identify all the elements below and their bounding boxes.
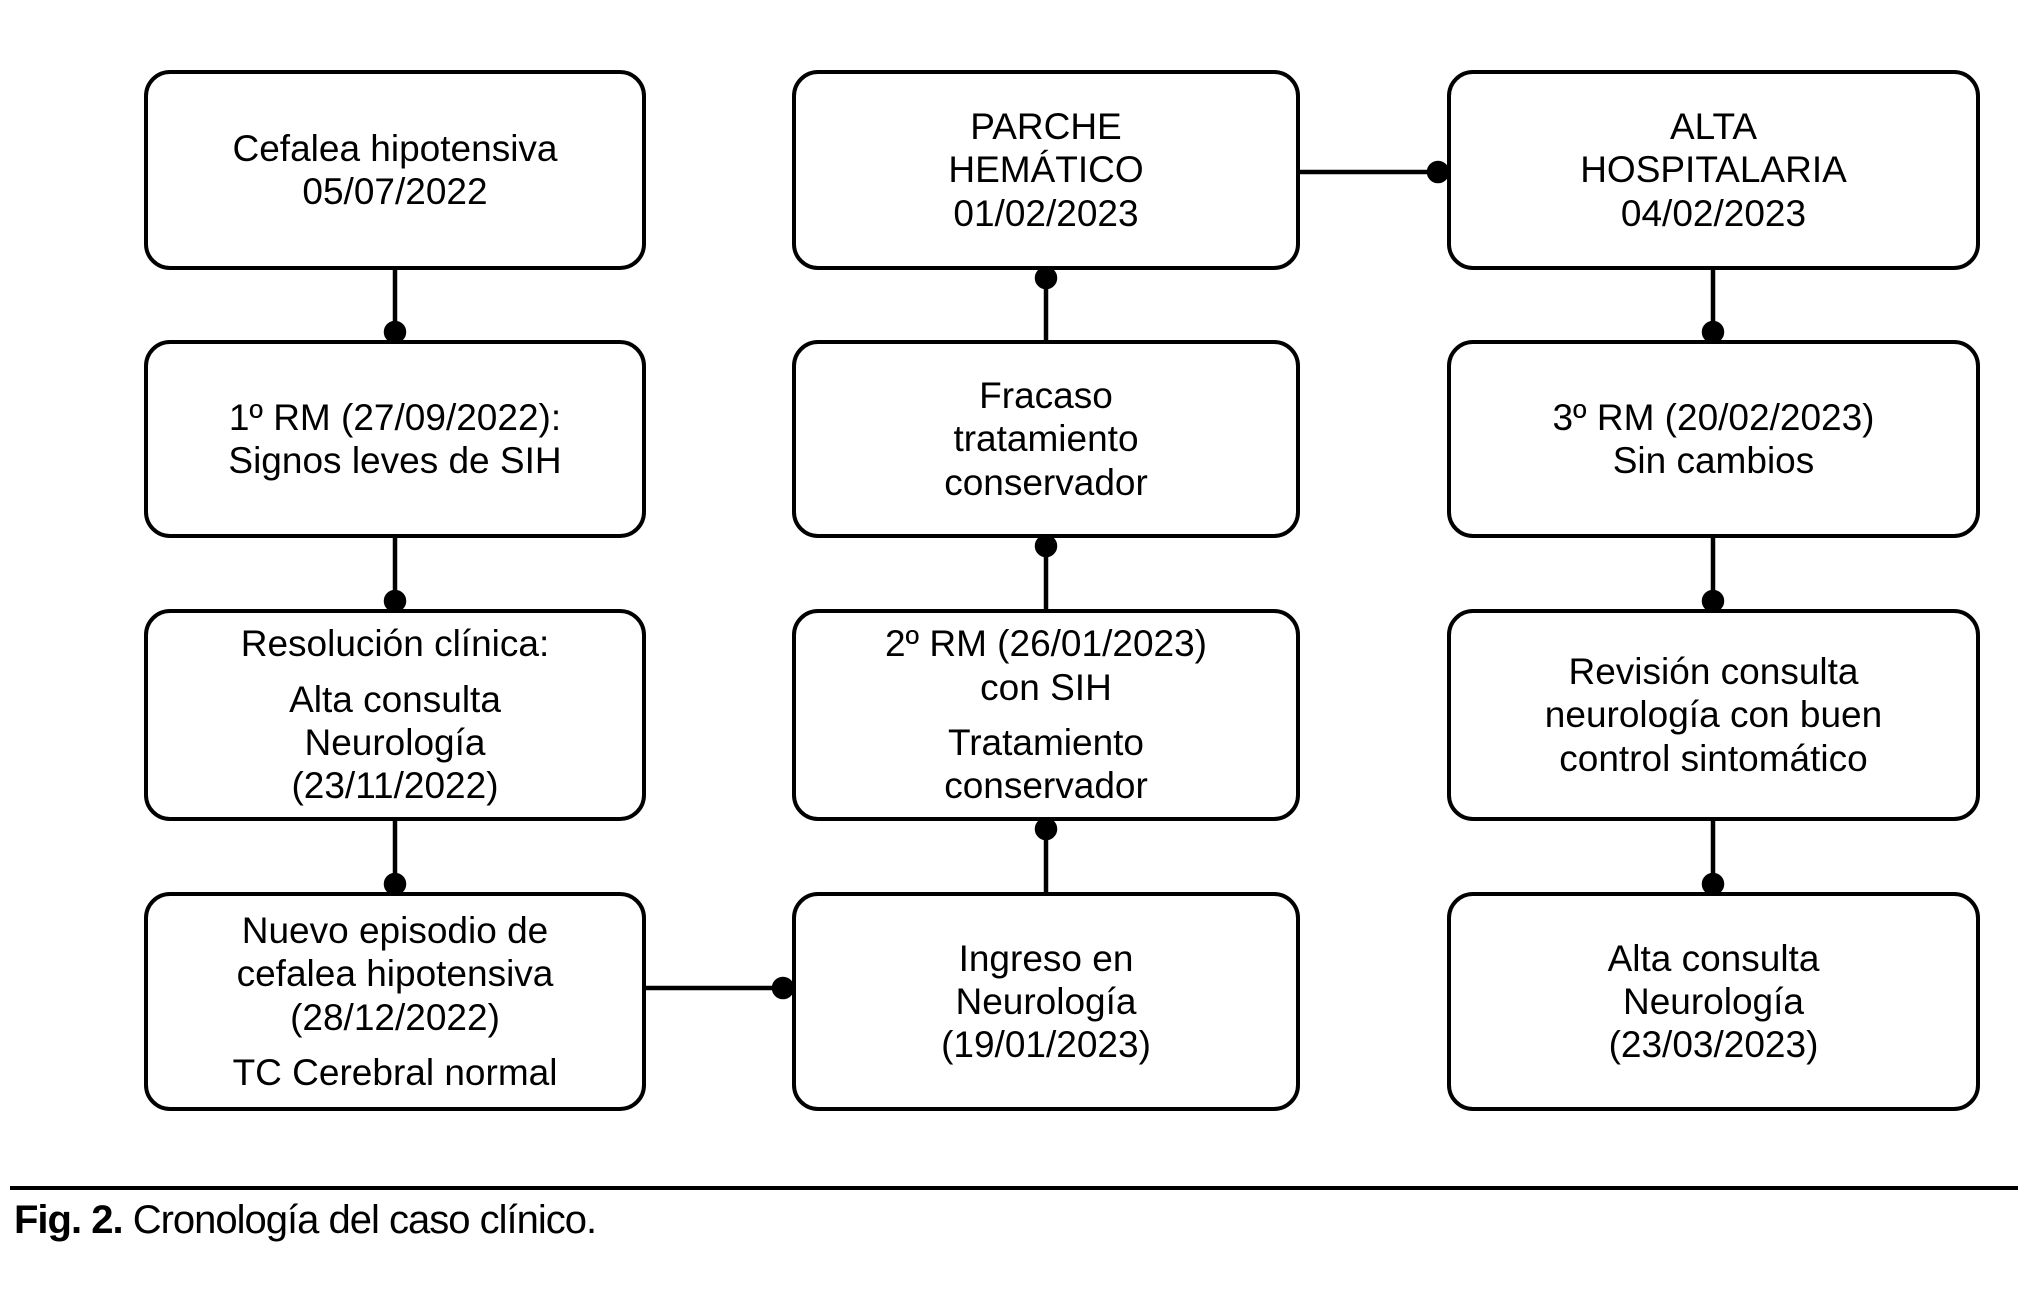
node-text: Nuevo episodio de cefalea hipotensiva (2… [233,909,558,1094]
connector-c3r1-c3r2-dot [1701,320,1725,344]
connector-c1r3-c1r4-dot [383,872,407,896]
node-text: 2º RM (26/01/2023) con SIH Tratamiento co… [885,622,1207,807]
node-primera-rm: 1º RM (27/09/2022): Signos leves de SIH [144,340,646,538]
node-fracaso-tratamiento: Fracaso tratamiento conservador [792,340,1300,538]
connector-c1r1-c1r2-dot [383,320,407,344]
node-revision-consulta: Revisión consulta neurología con buen co… [1447,609,1980,821]
node-text: Cefalea hipotensiva 05/07/2022 [233,127,558,214]
connector-c1r4-c2r4-dot [771,976,795,1000]
node-alta-hospitalaria: ALTA HOSPITALARIA 04/02/2023 [1447,70,1980,270]
figure-caption: Fig. 2. Cronología del caso clínico. [14,1198,597,1243]
node-parche-hematico: PARCHE HEMÁTICO 01/02/2023 [792,70,1300,270]
node-segunda-rm: 2º RM (26/01/2023) con SIH Tratamiento co… [792,609,1300,821]
node-paragraph: Revisión consulta neurología con buen co… [1544,651,1883,779]
node-paragraph: Alta consulta Neurología (23/11/2022) [289,678,501,807]
connector-c3r3-c3r4-dot [1701,872,1725,896]
node-paragraph: Fracaso tratamiento conservador [944,375,1148,503]
figure-caption-label: Fig. 2. [14,1198,124,1242]
node-paragraph: 1º RM (27/09/2022): Signos leves de SIH [228,396,562,481]
node-paragraph: Alta consulta Neurología (23/03/2023) [1607,937,1820,1066]
node-paragraph: TC Cerebral normal [232,1051,558,1093]
node-paragraph: Cefalea hipotensiva 05/07/2022 [232,127,558,212]
node-text: Fracaso tratamiento conservador [944,374,1148,504]
node-text: 1º RM (27/09/2022): Signos leves de SIH [228,396,561,483]
node-text: Resolución clínica: Alta consulta Neurolo… [241,622,549,807]
node-tercera-rm: 3º RM (20/02/2023) Sin cambios [1447,340,1980,538]
connector-c2r3-c2r2-dot [1034,534,1058,558]
node-paragraph: Ingreso en Neurología (19/01/2023) [941,937,1151,1066]
node-paragraph: 3º RM (20/02/2023) Sin cambios [1552,396,1875,481]
node-resolucion-clinica: Resolución clínica: Alta consulta Neurolo… [144,609,646,821]
node-text: Ingreso en Neurología (19/01/2023) [941,937,1151,1067]
node-nuevo-episodio: Nuevo episodio de cefalea hipotensiva (2… [144,892,646,1111]
node-paragraph: Nuevo episodio de cefalea hipotensiva (2… [236,909,554,1038]
caption-divider [10,1186,2018,1190]
node-paragraph: PARCHE HEMÁTICO 01/02/2023 [948,106,1144,234]
node-text: PARCHE HEMÁTICO 01/02/2023 [948,105,1143,235]
node-ingreso-neurologia: Ingreso en Neurología (19/01/2023) [792,892,1300,1111]
node-paragraph: Tratamiento conservador [944,722,1148,807]
node-text: Revisión consulta neurología con buen co… [1545,650,1882,780]
node-paragraph: 2º RM (26/01/2023) con SIH [884,623,1207,708]
connector-c2r2-c2r1-dot [1034,266,1058,290]
node-paragraph: Resolución clínica: [240,623,550,665]
node-text: ALTA HOSPITALARIA 04/02/2023 [1580,105,1847,235]
node-text: Alta consulta Neurología (23/03/2023) [1608,937,1820,1067]
connector-c2r4-c2r3-dot [1034,817,1058,841]
connector-c1r2-c1r3-dot [383,589,407,613]
connector-c3r2-c3r3-dot [1701,589,1725,613]
node-cefalea-hipotensiva: Cefalea hipotensiva 05/07/2022 [144,70,646,270]
node-paragraph: ALTA HOSPITALARIA 04/02/2023 [1580,106,1847,234]
figure-caption-text: Cronología del caso clínico. [132,1198,597,1242]
node-alta-consulta: Alta consulta Neurología (23/03/2023) [1447,892,1980,1111]
connector-c2r1-c3r1-dot [1426,160,1450,184]
node-text: 3º RM (20/02/2023) Sin cambios [1552,396,1874,483]
